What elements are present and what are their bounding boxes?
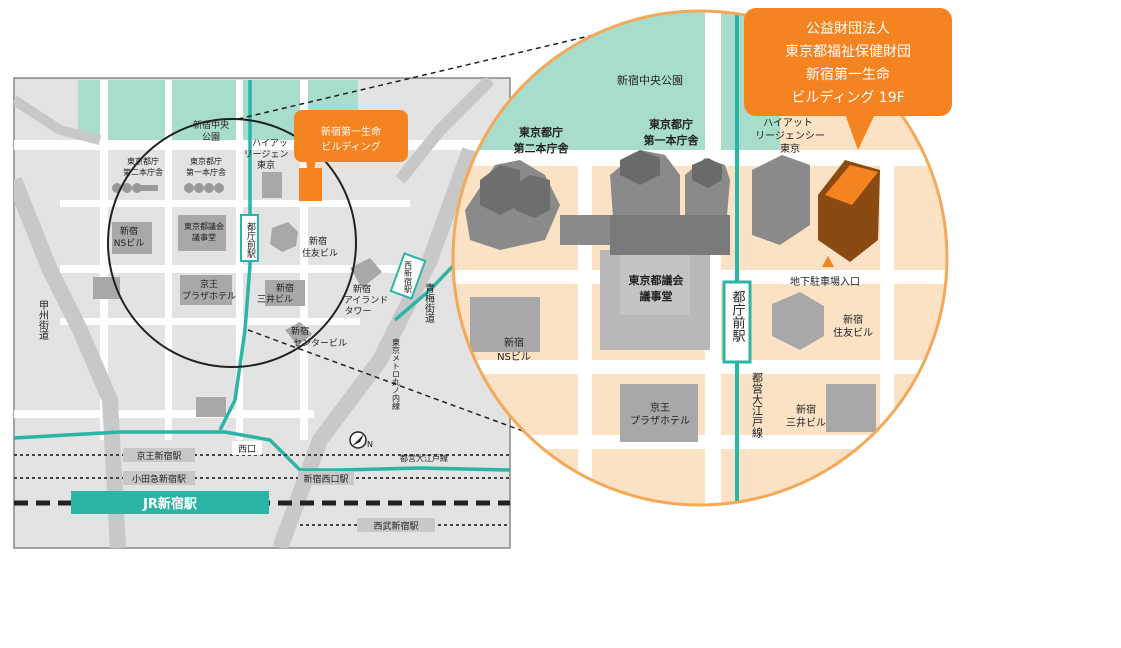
detail-tochomae-label: 都庁前駅	[730, 290, 746, 343]
overview-sumitomo-label: 新宿	[309, 235, 327, 247]
overview-mitsui-label: 新宿	[276, 282, 294, 294]
overview-callout-line1: 新宿第一生命	[321, 125, 381, 138]
seibu-station-label: 西武新宿駅	[373, 520, 418, 532]
main-callout	[744, 8, 952, 150]
overview-callout	[294, 110, 408, 190]
connector-line-bottom	[247, 329, 611, 464]
detail-tocho2-label: 東京都庁	[519, 125, 563, 139]
overview-mitsui-label2: 三井ビル	[257, 293, 293, 305]
overview-ns-label2: NSビル	[114, 238, 144, 249]
keio-station-label: 京王新宿駅	[136, 450, 181, 462]
connector-line-top	[237, 23, 641, 120]
overview-tochomae-station	[240, 214, 259, 262]
detail-keio-label: 京王	[650, 401, 670, 414]
overview-assembly-label: 東京都議会	[184, 221, 224, 231]
target-building	[818, 160, 880, 262]
detail-oedo-label: 都営大江戸線	[751, 372, 764, 438]
callout-line3: 新宿第一生命	[806, 66, 890, 83]
overview-center-label2: センタービル	[293, 338, 347, 349]
detail-hyatt-label2: リージェンシー	[755, 131, 825, 142]
koshu-kaido-road	[14, 177, 126, 548]
overview-assembly-label2: 議事堂	[192, 232, 216, 242]
detail-sumitomo-label2: 住友ビル	[833, 326, 873, 339]
overview-keio-label: 京王	[200, 278, 218, 290]
koshu-kaido-label: 甲州街道	[37, 300, 49, 340]
overview-map: N 新宿第一生命 ビルディング 新宿中央 公園 東京都庁 第二本庁舎 東京都庁 …	[13, 77, 511, 549]
overview-tocho1-label2: 第一本庁舎	[186, 167, 226, 177]
overview-zoom-circle	[107, 118, 357, 368]
detail-tocho1-label2: 第一本庁舎	[644, 133, 700, 147]
callout-line2: 東京都福祉保健財団	[785, 44, 911, 60]
tocho-2-building	[465, 160, 615, 250]
overview-hyatt-label2: リージェン	[244, 150, 289, 160]
compass-icon: N	[349, 431, 373, 449]
detail-hyatt-label: ハイアット	[763, 118, 813, 129]
detail-mitsui-label2: 三井ビル	[786, 416, 826, 429]
detail-sumitomo-label: 新宿	[843, 313, 863, 326]
overview-island-label: 新宿	[353, 283, 371, 295]
overview-park-label: 新宿中央	[193, 119, 229, 131]
overview-hyatt-label: ハイアッ	[252, 139, 288, 149]
detail-tocho1-label: 東京都庁	[649, 117, 693, 131]
odakyu-station-label: 小田急新宿駅	[132, 473, 186, 485]
detail-park-label: 新宿中央公園	[617, 73, 683, 87]
detail-keio-label2: プラザホテル	[630, 415, 690, 427]
callout-line4: ビルディング 19F	[791, 89, 904, 106]
parking-entrance-icon	[822, 256, 834, 267]
overview-ns-label: 新宿	[120, 225, 138, 237]
overview-island-label3: タワー	[344, 306, 371, 317]
overview-tocho-icons	[112, 183, 224, 193]
overview-blocks	[93, 172, 382, 417]
hyatt-building	[752, 155, 810, 245]
overview-island-label2: アイランド	[344, 295, 389, 306]
overview-sumitomo-label2: 住友ビル	[302, 247, 338, 259]
overview-center-label: 新宿	[291, 325, 309, 337]
shinjuku-nishiguchi-station-label: 新宿西口駅	[303, 473, 348, 485]
ome-kaido-label: 青梅街道	[423, 282, 435, 323]
detail-assembly-label: 東京都議会	[629, 273, 685, 287]
overview-callout-line2: ビルディング	[321, 140, 380, 153]
overview-park-label2: 公園	[202, 132, 220, 143]
overview-nishiguchi-label: 西口	[238, 444, 256, 455]
detail-ns-label: 新宿	[504, 336, 524, 349]
jr-station-bar	[71, 491, 269, 514]
overview-keio-label2: プラザホテル	[182, 291, 236, 302]
overview-hyatt-label3: 東京	[257, 159, 275, 171]
overview-tochomae-label: 都庁前駅	[245, 222, 256, 259]
detail-hyatt-label3: 東京	[780, 142, 800, 155]
overview-roads	[14, 80, 510, 440]
detail-mitsui-label: 新宿	[796, 403, 816, 416]
detail-circle-border	[451, 9, 949, 507]
jr-station-label: JR新宿駅	[142, 496, 198, 512]
svg-text:N: N	[367, 440, 373, 449]
overview-tocho2-label2: 第二本庁舎	[123, 167, 163, 177]
overview-metro-station	[389, 252, 427, 300]
tocho-1-building	[610, 150, 730, 255]
detail-parking-label: 地下駐車場入口	[790, 275, 860, 288]
detail-map: 新宿中央公園 東京都庁 第二本庁舎 東京都庁 第一本庁舎 ハイアット リージェン…	[451, 9, 949, 507]
overview-oedo-label: 都営大江戸線	[400, 453, 448, 463]
detail-ns-label2: NSビル	[497, 351, 531, 363]
overview-tocho2-label: 東京都庁	[127, 156, 159, 166]
detail-tochomae-station	[722, 280, 752, 364]
callout-line1: 公益財団法人	[806, 21, 890, 37]
detail-assembly-label2: 議事堂	[640, 289, 673, 303]
detail-tocho2-label2: 第二本庁舎	[514, 141, 570, 155]
overview-tocho1-label: 東京都庁	[190, 156, 222, 166]
marunouchi-line-label: 東京メトロ丸ノ内線	[392, 337, 401, 410]
overview-metro-station-label: 西新宿駅	[404, 261, 413, 294]
detail-blocks	[470, 292, 876, 442]
